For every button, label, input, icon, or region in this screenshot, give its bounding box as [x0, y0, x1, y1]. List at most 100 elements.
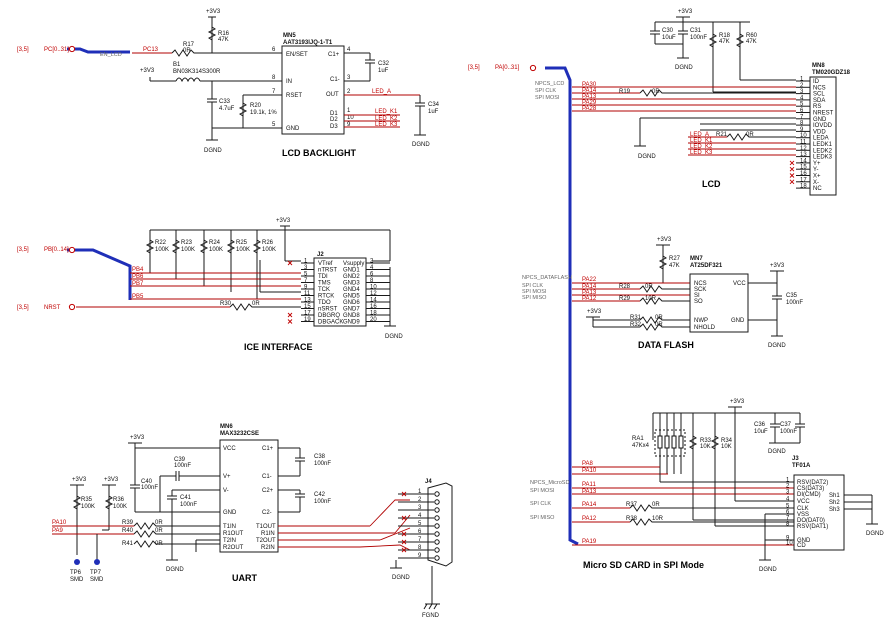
- r29-ref: R29: [619, 296, 631, 302]
- pc-port-ref: [3,5]: [17, 47, 29, 53]
- sd-pin-number: 5: [786, 504, 790, 510]
- data-flash-title: DATA FLASH: [638, 340, 694, 350]
- ice-pullup-value: 100K: [155, 247, 169, 253]
- lcd-led-k3: LED_K3: [690, 150, 713, 156]
- data-flash-block: +3V3 R27 47K NPCS_DATAFLASH SPI CLK SPI …: [522, 237, 803, 350]
- uart-pin-r1in: R1IN: [261, 531, 275, 537]
- sd-pin-name: CS(DAT3): [797, 486, 824, 492]
- mn8-ref: MN8: [812, 63, 825, 69]
- r38-value: 10R: [652, 516, 664, 522]
- mn7-part: AT25DF321: [690, 263, 723, 269]
- jtag-left-pin-name: RTCK: [318, 294, 334, 300]
- en-lcd-net: EN_LCD: [100, 52, 122, 58]
- ice-pullup-ref: R24: [209, 240, 221, 246]
- jtag-pin-number: 11: [304, 291, 311, 297]
- lcd-pa29: PA29: [582, 100, 597, 106]
- jtag-right-pin-name: Vsupply: [343, 261, 364, 267]
- mn8-part: TM020GDZ18: [812, 70, 851, 76]
- lcd-pin-number: 18: [800, 184, 807, 190]
- r35-vcc: +3V3: [72, 477, 87, 483]
- r16-resistor: [207, 26, 217, 41]
- jtag-right-pin-name: GND6: [343, 300, 360, 306]
- jtag-left-pin-name: TCK: [318, 287, 330, 293]
- sd-pin-number: 2: [786, 484, 790, 490]
- lcd-pin-number: 17: [800, 177, 807, 183]
- pin-gnd: GND: [286, 126, 300, 132]
- r35-resistor: [72, 495, 82, 510]
- sd-pin-number: 10: [786, 541, 793, 547]
- jtag-left-pin-name: TMS: [318, 281, 331, 287]
- c42-value: 100nF: [314, 499, 331, 505]
- lcd-pin-name: NREST: [813, 111, 834, 117]
- lcd-led-k1: LED_K1: [690, 138, 713, 144]
- c40-value: 100nF: [141, 485, 158, 491]
- sd-net-npcs: NPCS_MicroSD: [530, 480, 569, 486]
- db9-pin-number: 4: [418, 513, 422, 519]
- jtag-pin-number: 17: [304, 311, 311, 317]
- sd-pa11: PA11: [582, 482, 596, 488]
- db9-connector: [427, 482, 453, 567]
- r16-value: 47K: [218, 37, 229, 43]
- flash-pin-nwp: NWP: [694, 318, 708, 324]
- r39-resistor: [133, 522, 220, 530]
- jtag-pin-number: 9: [304, 285, 308, 291]
- r27-resistor: [658, 255, 668, 270]
- c38-ref: C38: [314, 454, 326, 460]
- lcd-pin-name: LEDK1: [813, 142, 833, 148]
- nrst-port-name: NRST: [44, 305, 61, 311]
- uart-vcc: +3V3: [130, 435, 145, 441]
- db9-pin-number: 5: [418, 521, 422, 527]
- lcd-pin-number: 11: [800, 140, 807, 146]
- r17-value: 0R: [183, 48, 191, 54]
- r36-value: 100K: [113, 504, 127, 510]
- lcd-led-k2: LED_K2: [690, 144, 713, 150]
- c34-ref: C34: [428, 102, 440, 108]
- pin-num-1: 1: [347, 108, 351, 114]
- sd-card-block: +3V3 RA1 47Kx4 R33 10K R34 10K C36 10uF …: [530, 399, 884, 573]
- db9-pin-contact: [434, 547, 440, 553]
- ra1-value: 47Kx4: [632, 443, 650, 449]
- lcd-pin-name: NCS: [813, 85, 826, 91]
- sd-pin-number: 6: [786, 510, 790, 516]
- jtag-right-pin-name: GND9: [343, 320, 360, 326]
- uart-pin-c2p: C2+: [262, 488, 274, 494]
- r31-value: 0R: [655, 315, 663, 321]
- r34-value: 10K: [721, 444, 732, 450]
- uart-pin-t2in: T2IN: [223, 538, 236, 544]
- r30-value: 0R: [252, 301, 260, 307]
- r21-ref: R21: [716, 132, 728, 138]
- pin-num-7: 7: [272, 89, 276, 95]
- sd-net-spimiso: SPI MISO: [530, 515, 555, 521]
- nrst-port-ref: [3,5]: [17, 305, 29, 311]
- r32-ref: R32: [630, 322, 642, 328]
- tp7-testpoint: [94, 559, 100, 565]
- r20-resistor: [238, 102, 248, 117]
- tp6-testpoint: [74, 559, 80, 565]
- backlight-gnd: DGND: [204, 148, 222, 154]
- r19-resistor: [639, 89, 796, 97]
- sd-shield-1: Sh1: [829, 493, 840, 499]
- jtag-right-pin-name: GND5: [343, 294, 360, 300]
- r29-value: 10R: [645, 296, 657, 302]
- jtag-pin-number: 6: [370, 272, 374, 278]
- c33-value: 4.7uF: [219, 106, 235, 112]
- c39-ref: C39: [174, 457, 186, 463]
- pin-en-set: EN/SET: [286, 52, 308, 58]
- ice-pullup-resistor: [145, 239, 155, 254]
- db9-pin-contact: [434, 499, 440, 505]
- flash-net-npcs: NPCS_DATAFLASH: [522, 275, 572, 281]
- flash-gnd: DGND: [768, 343, 786, 349]
- flash-wp-vcc: +3V3: [587, 309, 602, 315]
- j4-ref: J4: [425, 479, 432, 485]
- pb-bus: [67, 248, 132, 300]
- flash-pa13: PA13: [582, 290, 597, 296]
- db9-pin-number: 2: [418, 497, 422, 503]
- tp7-value: SMD: [90, 577, 104, 583]
- sd-pa13: PA13: [582, 489, 597, 495]
- lcd-mid-gnd: DGND: [638, 154, 656, 160]
- pb7-net: PB7: [132, 281, 144, 287]
- jtag-right-pin-name: GND1: [343, 268, 360, 274]
- c34-value: 1uF: [428, 109, 439, 115]
